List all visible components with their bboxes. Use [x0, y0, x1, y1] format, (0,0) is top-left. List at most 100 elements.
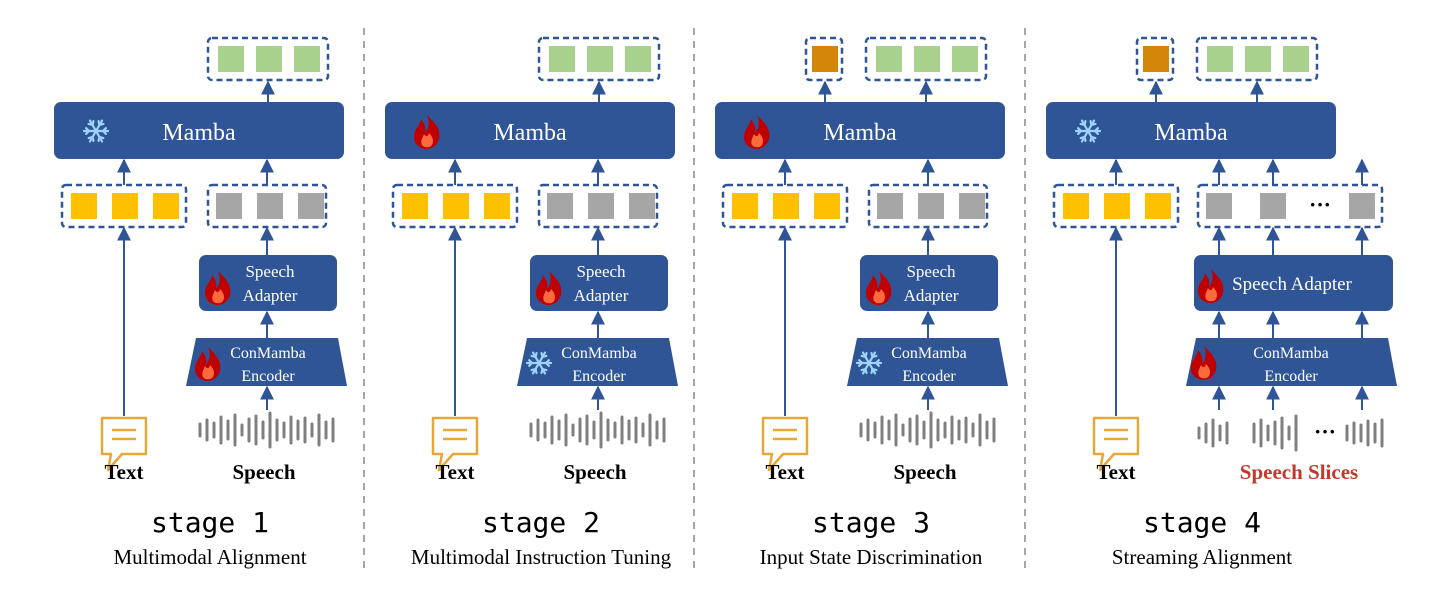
- text-token: [443, 193, 469, 219]
- speech-adapter-label: Speech: [576, 262, 626, 281]
- snowflake-icon: [855, 351, 883, 375]
- output-token: [876, 46, 902, 72]
- mamba-block: [54, 102, 344, 159]
- stage-subtitle: Streaming Alignment: [1112, 545, 1292, 569]
- speech-adapter-label: Adapter: [904, 286, 959, 305]
- text-token: [773, 193, 799, 219]
- output-token: [952, 46, 978, 72]
- encoder-label: ConMamba: [1253, 345, 1329, 362]
- speech-token: [547, 193, 573, 219]
- fire-icon: [744, 115, 770, 149]
- speech-token: [877, 193, 903, 219]
- text-token: [1145, 193, 1171, 219]
- text-token: [1063, 193, 1089, 219]
- output-token: [625, 46, 651, 72]
- text-document-icon: [761, 416, 809, 472]
- speech-adapter-block: [860, 255, 998, 311]
- text-document-icon: [100, 416, 148, 472]
- text-label: Text: [436, 460, 475, 484]
- text-token: [484, 193, 510, 219]
- speech-slices-label: Speech Slices: [1240, 460, 1358, 484]
- output-tokens-box: [864, 36, 988, 82]
- speech-token: [216, 193, 242, 219]
- mamba-label: Mamba: [493, 120, 567, 146]
- encoder-label: Encoder: [572, 368, 626, 385]
- fire-icon: [195, 347, 221, 381]
- text-label: Text: [766, 460, 805, 484]
- encoder-label: ConMamba: [561, 345, 637, 362]
- stage-title: stage 1: [151, 506, 269, 539]
- mamba-block: [715, 102, 1005, 159]
- conmamba-encoder-block: [186, 338, 347, 386]
- mamba-label: Mamba: [1154, 120, 1228, 146]
- fire-icon: [536, 271, 562, 305]
- speech-token: [629, 193, 655, 219]
- speech-label: Speech: [564, 460, 627, 484]
- conmamba-encoder-block: [1186, 338, 1397, 386]
- mamba-block: [1046, 102, 1336, 159]
- output-tokens-box: [206, 36, 330, 82]
- text-token: [814, 193, 840, 219]
- speech-label: Speech: [233, 460, 296, 484]
- stage-2: MambaSpeechAdapterConMambaEncoderSpeechT…: [385, 36, 678, 569]
- text-token: [1104, 193, 1130, 219]
- stage-subtitle: Multimodal Alignment: [113, 545, 306, 569]
- text-label: Text: [105, 460, 144, 484]
- snowflake-icon: [82, 119, 110, 143]
- conmamba-encoder-block: [847, 338, 1008, 386]
- output-token: [587, 46, 613, 72]
- speech-tokens-box: [1196, 183, 1384, 229]
- output-token: [294, 46, 320, 72]
- text-document-icon: [1092, 416, 1140, 472]
- output-token: [218, 46, 244, 72]
- text-token: [71, 193, 97, 219]
- state-output-token: [1143, 46, 1169, 72]
- stage-title: stage 3: [812, 506, 930, 539]
- mamba-label: Mamba: [823, 120, 897, 146]
- stage-3: MambaSpeechAdapterConMambaEncoderSpeechT…: [715, 36, 1008, 569]
- speech-token: [918, 193, 944, 219]
- state-output-token: [812, 46, 838, 72]
- speech-slice-waveform: [1252, 414, 1298, 452]
- speech-token: [588, 193, 614, 219]
- conmamba-encoder-block: [517, 338, 678, 386]
- speech-slice-waveform: [1197, 418, 1229, 448]
- encoder-label: ConMamba: [891, 345, 967, 362]
- text-label: Text: [1097, 460, 1136, 484]
- text-token: [402, 193, 428, 219]
- output-tokens-box: [1195, 36, 1319, 82]
- speech-waveform: [859, 411, 996, 449]
- state-output-box: [1135, 36, 1175, 82]
- speech-adapter-block: [199, 255, 337, 311]
- encoder-label: ConMamba: [230, 345, 306, 362]
- token-ellipsis: ···: [1309, 192, 1331, 217]
- stage-subtitle: Input State Discrimination: [760, 545, 983, 569]
- speech-adapter-label: Adapter: [243, 286, 298, 305]
- stage-title: stage 4: [1143, 506, 1261, 539]
- speech-token: [959, 193, 985, 219]
- speech-adapter-label: Speech: [906, 262, 956, 281]
- snowflake-icon: [1074, 119, 1102, 143]
- output-tokens-box: [537, 36, 661, 82]
- text-token: [732, 193, 758, 219]
- text-document-icon: [431, 416, 479, 472]
- speech-token: [1206, 193, 1232, 219]
- output-token: [1245, 46, 1271, 72]
- speech-slice-waveform: [1345, 418, 1384, 448]
- output-token: [1207, 46, 1233, 72]
- fire-icon: [205, 271, 231, 305]
- encoder-label: Encoder: [902, 368, 956, 385]
- text-token: [112, 193, 138, 219]
- snowflake-icon: [525, 351, 553, 375]
- speech-adapter-label: Speech Adapter: [1232, 274, 1352, 295]
- stage-4: Mamba···Speech AdapterConMambaEncoder···…: [1046, 36, 1397, 569]
- encoder-label: Encoder: [241, 368, 295, 385]
- mamba-label: Mamba: [162, 120, 236, 146]
- mamba-block: [385, 102, 675, 159]
- speech-adapter-label: Adapter: [574, 286, 629, 305]
- output-token: [914, 46, 940, 72]
- stage-title: stage 2: [482, 506, 600, 539]
- output-token: [1283, 46, 1309, 72]
- encoder-label: Encoder: [1264, 368, 1318, 385]
